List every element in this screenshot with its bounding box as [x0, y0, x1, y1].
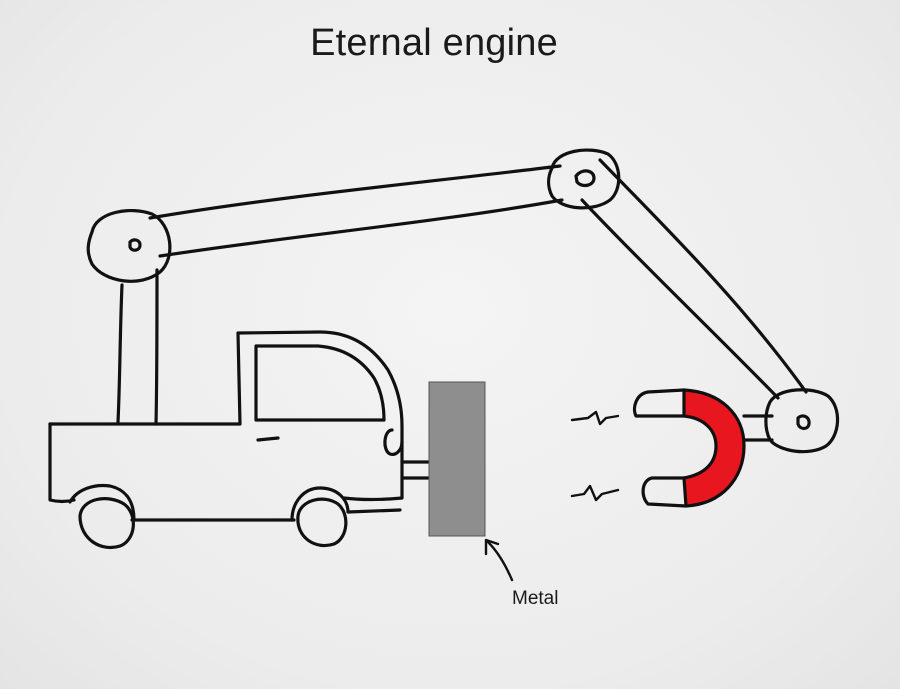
horseshoe-magnet [632, 388, 746, 508]
joint-upper [547, 148, 621, 210]
magnet-red-pole [682, 388, 746, 508]
magnet-connector [742, 414, 774, 442]
magnet-lower-tip [641, 476, 688, 508]
metal-pointer-arrow [484, 538, 514, 582]
diagram-title: Eternal engine [310, 22, 558, 64]
joint-magnet [764, 388, 840, 454]
truck-rear-wheel [78, 497, 135, 549]
crane-arm-upper-segment [580, 158, 808, 400]
metal-block [428, 381, 486, 537]
joint-lower-left [86, 209, 172, 283]
truck [48, 330, 432, 522]
metal-label: Metal [512, 588, 559, 609]
magnet-upper-tip [632, 388, 686, 418]
crane-arm-lower-segment [148, 164, 564, 258]
crane-post [116, 268, 159, 426]
magnetic-field-lines [570, 410, 620, 502]
truck-front-wheel [296, 497, 348, 548]
